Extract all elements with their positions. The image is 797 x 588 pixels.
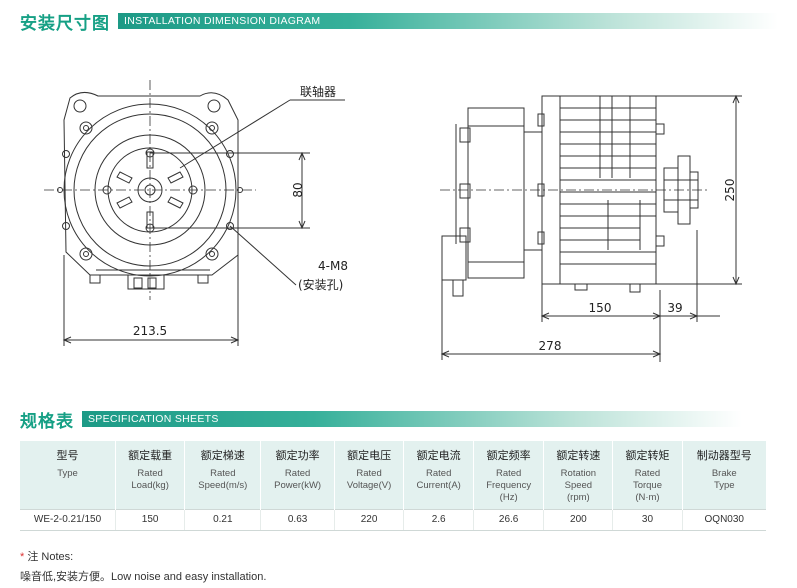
column-header-en: Torque	[632, 480, 662, 491]
column-header-en: Type	[713, 480, 735, 491]
column-header-en: Speed	[564, 480, 593, 491]
column-header-cn: 额定电压	[347, 450, 392, 462]
column-header-en: Rated	[495, 468, 522, 479]
column-header-en: Load(kg)	[131, 480, 169, 491]
table-cell: 2.6	[403, 508, 474, 531]
side-view	[440, 94, 742, 362]
column-header-en: Rated	[426, 468, 452, 479]
column-header-cn: 制动器型号	[696, 450, 752, 462]
dim-39-label: 39	[667, 301, 682, 315]
column-header-cn: 额定梯速	[200, 450, 245, 462]
dim-2135-label: 213.5	[133, 324, 167, 338]
column-header-en: Brake	[711, 468, 737, 479]
table-cell: 220	[333, 508, 404, 531]
column-header-cn: 额定频率	[486, 450, 531, 462]
bolt-label-line1: 4-M8	[318, 259, 348, 273]
column-header-en: Rated	[356, 468, 382, 479]
notes-star: *	[20, 551, 25, 563]
column-header-cn: 额定转速	[556, 450, 601, 462]
table-cell: 30	[612, 508, 683, 531]
coupling-label: 联轴器	[300, 84, 336, 99]
dim-250-label: 250	[723, 179, 737, 202]
installation-diagram: 联轴器 80 4-M8 (安装孔) 213.5 250 150 39 278	[44, 80, 742, 362]
column-header-en: Current(A)	[416, 480, 461, 491]
column-header-en: (Hz)	[499, 492, 518, 503]
spec-title-bar: SPECIFICATION SHEETS	[82, 411, 742, 427]
column-header-cn: 额定载重	[128, 450, 173, 462]
dim-278-label: 278	[539, 339, 562, 353]
install-title-cn: 安装尺寸图	[20, 13, 110, 33]
spec-title-en: SPECIFICATION SHEETS	[88, 413, 219, 425]
spec-column-header: 型号 Type	[20, 441, 116, 509]
column-header-cn: 额定转矩	[625, 450, 670, 462]
column-header-en: Rated	[284, 468, 311, 479]
table-cell: 0.63	[260, 508, 335, 531]
column-header-en: Rotation	[560, 468, 597, 479]
table-cell: WE-2-0.21/150	[20, 508, 116, 531]
column-header-en: (N·m)	[635, 492, 660, 503]
column-header-en: Rated	[634, 468, 661, 479]
column-header-en: Rated	[137, 468, 163, 479]
column-header-en: Type	[57, 468, 78, 479]
table-cell: 0.21	[184, 508, 261, 531]
column-header-cn: 额定电流	[416, 450, 461, 462]
front-view	[44, 80, 345, 346]
table-cell: 200	[543, 508, 613, 531]
install-section-header: 安装尺寸图 INSTALLATION DIMENSION DIAGRAM	[20, 10, 778, 33]
dim-150-label: 150	[589, 301, 612, 315]
column-header-cn: 型号	[56, 450, 79, 462]
table-cell: 150	[115, 508, 185, 531]
install-title-bar: INSTALLATION DIMENSION DIAGRAM	[118, 13, 778, 29]
column-header-cn: 额定功率	[275, 450, 320, 462]
spec-title-cn: 规格表	[20, 411, 74, 431]
notes-heading-text: 注 Notes:	[27, 551, 74, 563]
column-header-en: Rated	[210, 468, 236, 479]
column-header-en: Power(kW)	[274, 480, 322, 491]
notes-line: 噪音低,安装方便。Low noise and easy installation…	[20, 571, 267, 583]
column-header-en: Speed(m/s)	[198, 480, 248, 491]
spec-section-header: 规格表 SPECIFICATION SHEETS	[20, 408, 742, 431]
dim-80-label: 80	[291, 182, 305, 197]
install-title-en: INSTALLATION DIMENSION DIAGRAM	[124, 15, 321, 27]
column-header-en: (rpm)	[567, 492, 590, 503]
bolt-label-line2: (安装孔)	[298, 277, 343, 292]
notes-heading: * 注 Notes:	[20, 548, 73, 564]
table-cell: OQN030	[681, 508, 766, 531]
column-header-en: Frequency	[486, 480, 532, 491]
column-header-en: Voltage(V)	[346, 480, 392, 491]
table-cell: 26.6	[472, 508, 544, 531]
